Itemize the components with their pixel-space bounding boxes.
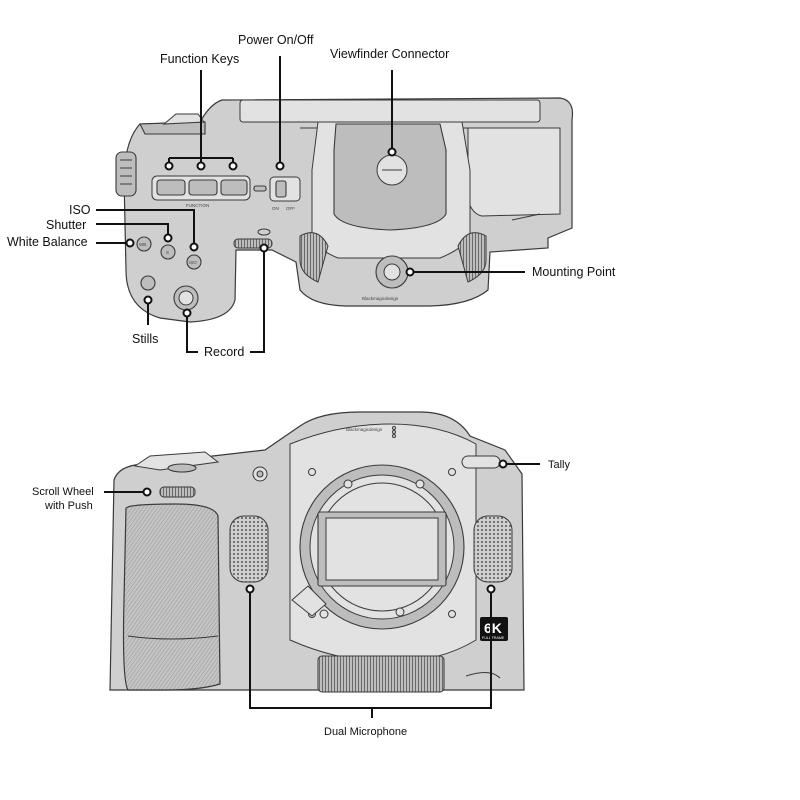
stills-button[interactable] (140, 275, 156, 291)
scroll-wheel-with-push[interactable] (159, 486, 196, 498)
right-vent (457, 232, 487, 283)
label-mounting-point: Mounting Point (532, 265, 616, 279)
tally-light (461, 455, 501, 469)
right-microphone-grille (473, 515, 513, 583)
white-balance-button[interactable] (136, 236, 152, 252)
label-dual-microphone: Dual Microphone (324, 726, 407, 738)
wb-button-text: WB (139, 242, 146, 247)
label-scroll-wheel: Scroll Wheel (32, 486, 94, 498)
label-white-balance: White Balance (7, 235, 88, 249)
label-power-on-off: Power On/Off (238, 33, 314, 47)
right-panel (467, 127, 561, 217)
function-key-2[interactable] (188, 179, 218, 196)
label-stills: Stills (132, 332, 158, 346)
top-callout-lines (96, 56, 525, 353)
image-sensor (325, 517, 439, 581)
front-callout-lines (104, 459, 540, 718)
power-on-text: ON (272, 206, 279, 211)
6k-badge: 6K FULL FRAME (480, 617, 508, 641)
iso-button[interactable] (186, 254, 202, 270)
top-brand-text: Blackmagicdesign (362, 296, 399, 301)
left-vent (299, 232, 329, 283)
hand-grip (122, 503, 221, 691)
label-function-keys: Function Keys (160, 52, 239, 66)
label-scroll-wheel-push: with Push (44, 500, 93, 512)
front-bottom-vent (317, 655, 445, 693)
front-brand-text: Blackmagicdesign (346, 427, 383, 432)
label-iso: ISO (69, 203, 91, 217)
function-key-3[interactable] (220, 179, 248, 196)
camera-top-view: Blackmagicdesign FUNCTION ON OFF WB S IS… (115, 97, 574, 323)
label-record: Record (204, 345, 244, 359)
camera-front-view: Blackmagicdesign 6K FULL FRAME (109, 411, 525, 693)
s-button-text: S (166, 250, 169, 255)
shutter-button[interactable] (160, 244, 176, 260)
badge-full-frame-text: FULL FRAME (482, 636, 505, 640)
front-top-dials (133, 451, 220, 471)
label-viewfinder-connector: Viewfinder Connector (330, 47, 449, 61)
badge-6k-text: 6K (484, 620, 502, 636)
iso-button-text: ISO (189, 260, 197, 265)
left-microphone-grille (229, 515, 269, 583)
function-keys-engraving: FUNCTION (186, 203, 209, 208)
label-tally: Tally (548, 459, 571, 471)
label-shutter: Shutter (46, 218, 86, 232)
left-strap-lug (115, 151, 137, 197)
function-key-1[interactable] (156, 179, 186, 196)
power-off-text: OFF (286, 206, 295, 211)
top-plate (239, 99, 541, 123)
